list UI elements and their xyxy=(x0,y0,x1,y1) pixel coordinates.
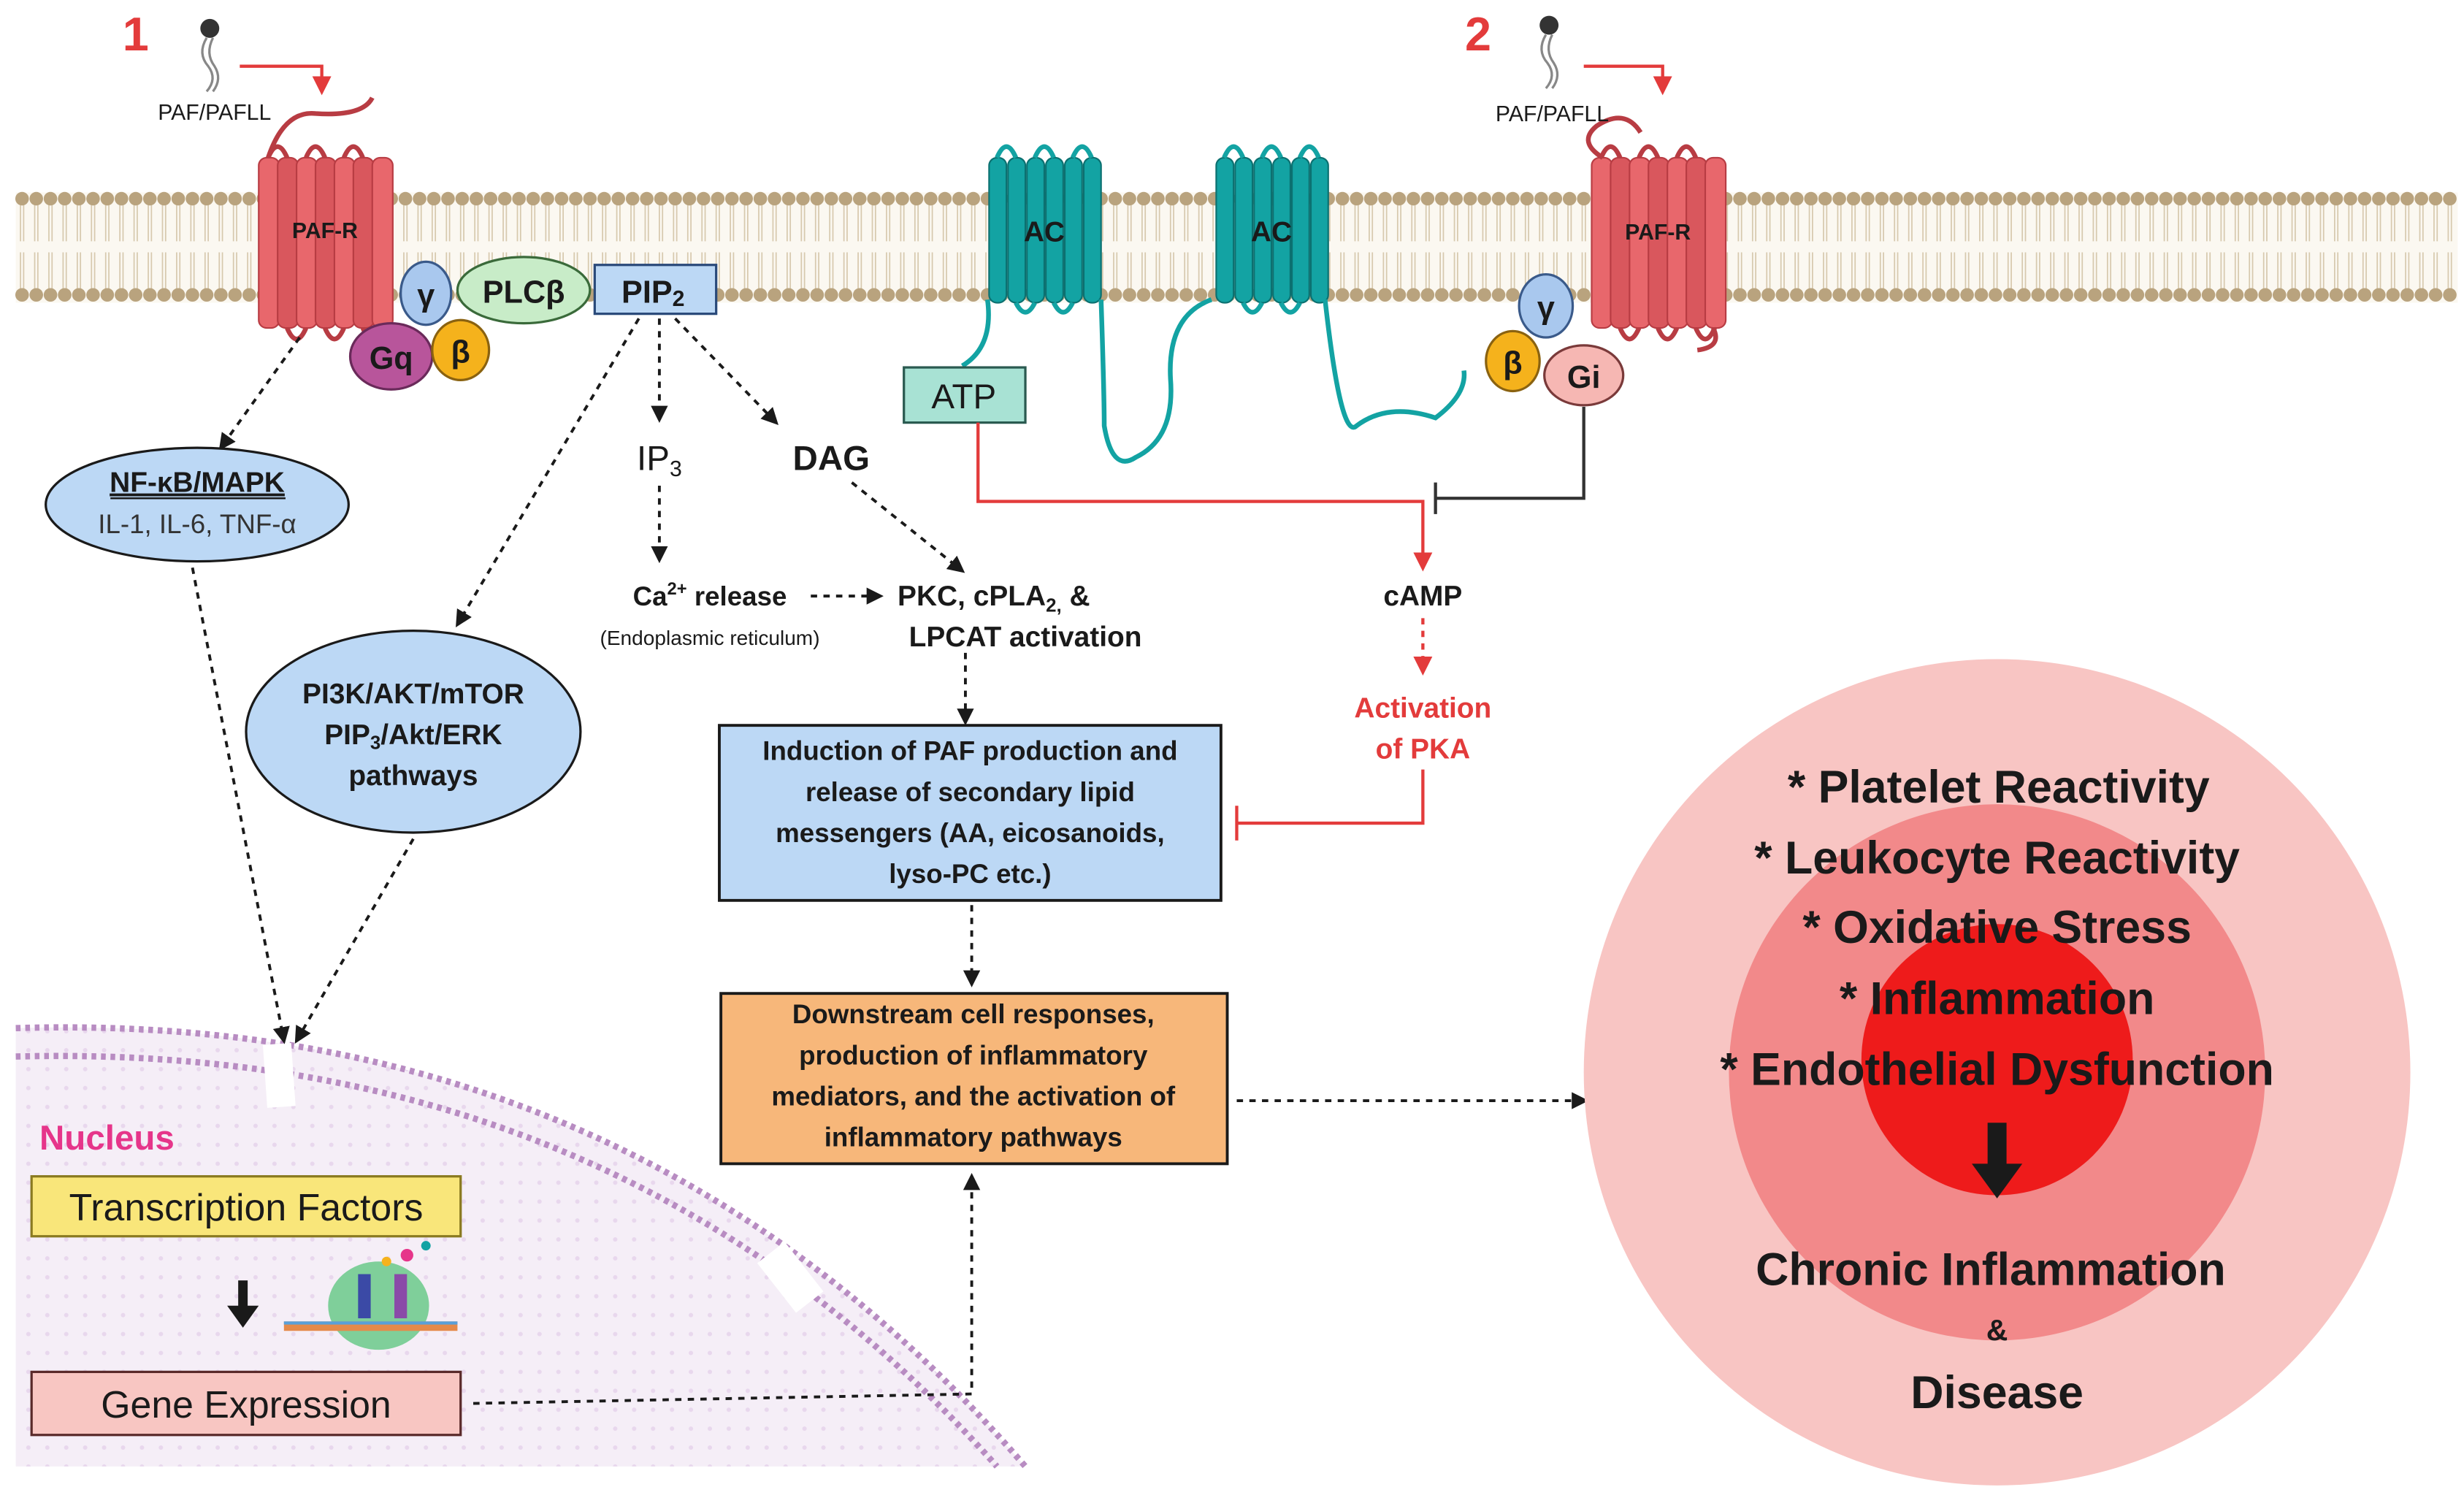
gi-inhibition-line xyxy=(1435,407,1585,500)
ligand-2-label: PAF/PAFLL xyxy=(1496,102,1609,126)
downstream-text-line-4: inflammatory pathways xyxy=(824,1123,1122,1152)
pkc-line-1: PKC, cPLA2, & xyxy=(898,581,1090,616)
outcome-item: * Leukocyte Reactivity xyxy=(1754,833,2240,884)
camp-label: cAMP xyxy=(1383,581,1462,612)
atp-label: ATP xyxy=(931,378,996,416)
induction-text-line-3: messengers (AA, eicosanoids, xyxy=(776,818,1165,848)
gene-expression-label: Gene Expression xyxy=(101,1383,391,1426)
ac-2-label: AC xyxy=(1251,216,1292,248)
arrow-atp-to-camp xyxy=(976,422,1433,572)
induction-text: Induction of PAF production and release o… xyxy=(762,736,1177,889)
er-label: (Endoplasmic reticulum) xyxy=(600,627,819,649)
arrow-pi3k-to-nucleus xyxy=(294,838,415,1044)
g-gamma-1-label: γ xyxy=(417,278,435,313)
ip3-label: IP3 xyxy=(637,439,682,481)
ligand-1-icon xyxy=(200,18,220,93)
downstream-text-line-2: production of inflammatory xyxy=(799,1040,1148,1070)
gq-label: Gq xyxy=(370,341,413,376)
pkc-line-2: LPCAT activation xyxy=(909,622,1142,653)
induction-text-line-1: Induction of PAF production and xyxy=(762,736,1177,766)
pi3k-line-1: PI3K/AKT/mTOR xyxy=(302,678,524,710)
nfkb-subtitle: IL-1, IL-6, TNF-α xyxy=(98,509,296,539)
transcription-factors-label: Transcription Factors xyxy=(69,1186,424,1228)
gi-protein-complex xyxy=(1485,273,1625,407)
ca-release-label: Ca2+ release xyxy=(633,579,787,611)
downstream-box xyxy=(719,992,1229,1166)
downstream-text: Downstream cell responses, production of … xyxy=(771,999,1176,1152)
pka-line-1: Activation xyxy=(1354,692,1491,724)
ac-cytoplasmic-loop xyxy=(960,297,1467,464)
nfkb-ellipse xyxy=(45,446,350,563)
arrow-pip2-to-pi3k xyxy=(456,318,640,628)
result-amp: & xyxy=(1986,1313,2008,1347)
nucleus-label: Nucleus xyxy=(39,1119,175,1158)
pka-line-2: of PKA xyxy=(1376,734,1471,765)
ligand-1-label: PAF/PAFLL xyxy=(158,101,271,125)
gi-label: Gi xyxy=(1567,360,1601,395)
nucleus-down-arrow xyxy=(227,1280,259,1328)
induction-box xyxy=(718,724,1223,902)
pka-inhibition-line xyxy=(1236,769,1425,825)
ligand-2-icon xyxy=(1539,15,1559,89)
outcome-down-arrow xyxy=(1972,1123,2023,1199)
outcome-item: * Endothelial Dysfunction xyxy=(1720,1044,2274,1095)
pathway-1-number: 1 xyxy=(123,7,149,61)
outcome-item: * Inflammation xyxy=(1840,973,2154,1024)
outcome-item: * Platelet Reactivity xyxy=(1788,762,2210,813)
arrow-nfkb-to-nucleus xyxy=(191,567,290,1044)
gq-protein-complex xyxy=(348,260,491,391)
dag-label: DAG xyxy=(793,439,871,478)
ac-1-label: AC xyxy=(1024,216,1065,248)
pip2-label: PIP2 xyxy=(621,275,684,311)
pathway-2-number: 2 xyxy=(1465,7,1491,61)
pi3k-line-2: PIP3/Akt/ERK xyxy=(324,719,502,753)
plcb-shape xyxy=(456,256,592,325)
g-beta-1-label: β xyxy=(451,335,470,370)
outcome-items: * Platelet Reactivity * Leukocyte Reactiv… xyxy=(1720,762,2274,1095)
pi3k-ellipse xyxy=(245,630,582,834)
result-line-1: Chronic Inflammation xyxy=(1756,1245,2226,1296)
nucleus xyxy=(15,1024,1028,1469)
outcome-circles xyxy=(1583,659,2411,1486)
arrow-dag-to-pkc xyxy=(851,481,965,573)
transcription-factors-box xyxy=(30,1175,462,1238)
g-gamma-2-label: γ xyxy=(1537,291,1555,326)
arrow-pip2-to-dag xyxy=(674,317,778,425)
pip2-box xyxy=(593,264,718,316)
result-line-2: Disease xyxy=(1910,1367,2084,1418)
plcb-label: PLCβ xyxy=(483,275,565,310)
outcome-item: * Oxidative Stress xyxy=(1802,902,2192,953)
dna-transcription-icon xyxy=(283,1241,458,1350)
outcome-circle-inner xyxy=(1861,924,2133,1196)
ligand-2-arrow xyxy=(1583,64,1672,96)
paf-receptor-1 xyxy=(258,96,394,342)
induction-text-line-2: release of secondary lipid xyxy=(806,777,1135,807)
downstream-text-line-1: Downstream cell responses, xyxy=(792,999,1155,1029)
induction-text-line-4: lyso-PC etc.) xyxy=(889,859,1051,889)
adenylyl-cyclase-2 xyxy=(1215,144,1329,315)
pi3k-line-3: pathways xyxy=(348,760,478,792)
gene-expression-box xyxy=(30,1370,462,1437)
arrow-gene-to-downstream xyxy=(472,1173,981,1405)
adenylyl-cyclase-1 xyxy=(988,144,1102,315)
nfkb-title: NF-κB/MAPK xyxy=(110,467,285,499)
paf-receptor-2 xyxy=(1585,115,1727,353)
paf-receptor-1-label: PAF-R xyxy=(292,219,358,243)
downstream-text-line-3: mediators, and the activation of xyxy=(771,1082,1176,1112)
signaling-arrows xyxy=(191,317,1589,1405)
paf-receptor-2-label: PAF-R xyxy=(1625,221,1691,245)
atp-box xyxy=(903,366,1027,424)
ligand-1-arrow xyxy=(240,64,332,96)
g-beta-2-label: β xyxy=(1503,346,1522,381)
arrow-receptor-to-nfkb xyxy=(218,336,301,451)
